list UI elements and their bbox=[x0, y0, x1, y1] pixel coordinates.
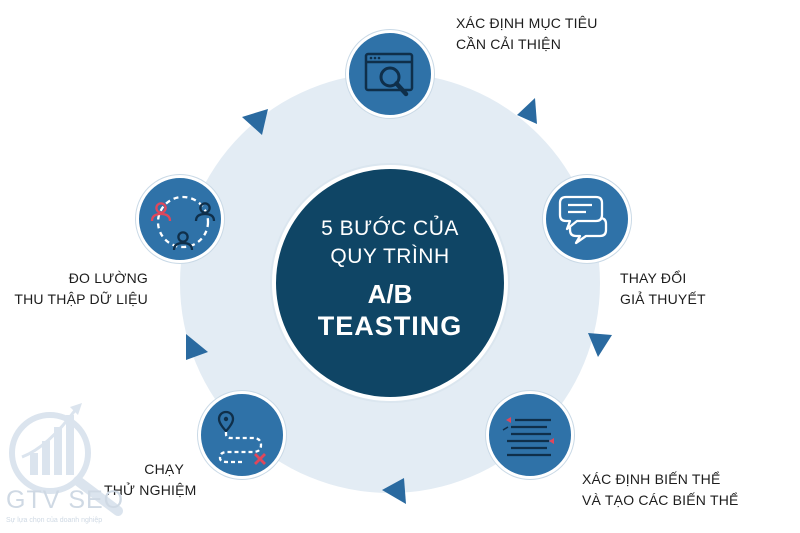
center-title-line-2: QUY TRÌNH bbox=[330, 245, 450, 268]
step-3-label: XÁC ĐỊNH BIẾN THỂ VÀ TẠO CÁC BIẾN THỂ bbox=[582, 469, 739, 511]
step-4-label-line-1: CHẠY bbox=[144, 461, 184, 477]
step-2-label-line-1: THAY ĐỔI bbox=[620, 270, 687, 286]
route-map-icon bbox=[217, 410, 266, 465]
cycle-arrow-3 bbox=[382, 478, 406, 504]
step-5-label: ĐO LƯỜNG THU THẬP DỮ LIỆU bbox=[8, 268, 148, 310]
step-5-node bbox=[136, 175, 224, 263]
gtv-seo-logo bbox=[9, 403, 123, 516]
step-5-label-line-2: THU THẬP DỮ LIỆU bbox=[14, 291, 148, 307]
center-title-line-4: TEASTING bbox=[317, 311, 463, 341]
step-1-label-line-1: XÁC ĐỊNH MỤC TIÊU bbox=[456, 15, 598, 31]
center-title-line-1: 5 BƯỚC CỦA bbox=[321, 217, 459, 240]
center-title-line-3: A/B bbox=[367, 279, 413, 309]
browser-search-icon bbox=[364, 52, 414, 97]
cycle-arrow-2 bbox=[588, 333, 612, 357]
step-4-label-line-2: THỬ NGHIỆM bbox=[104, 482, 197, 498]
text-variants-icon bbox=[502, 417, 554, 457]
step-4-node bbox=[198, 391, 286, 479]
chat-bubbles-icon bbox=[558, 195, 608, 245]
step-3-label-line-2: VÀ TẠO CÁC BIẾN THỂ bbox=[582, 492, 739, 508]
step-2-label: THAY ĐỔI GIẢ THUYẾT bbox=[620, 268, 706, 310]
users-network-icon bbox=[150, 195, 216, 251]
center-title-circle: 5 BƯỚC CỦA QUY TRÌNH A/B TEASTING bbox=[272, 165, 508, 401]
cycle-arrow-1 bbox=[517, 98, 537, 124]
step-4-label: CHẠY THỬ NGHIỆM bbox=[104, 459, 197, 501]
step-2-label-line-2: GIẢ THUYẾT bbox=[620, 291, 706, 307]
logo-wordmark: GTV SEO bbox=[6, 486, 125, 514]
cycle-arrow-4 bbox=[186, 334, 208, 360]
logo-tagline: Sự lựa chọn của doanh nghiệp bbox=[6, 517, 103, 524]
step-2-node bbox=[543, 175, 631, 263]
step-1-label-line-2: CẦN CẢI THIỆN bbox=[456, 36, 562, 52]
step-3-label-line-1: XÁC ĐỊNH BIẾN THỂ bbox=[582, 471, 721, 487]
step-1-node bbox=[346, 30, 434, 118]
step-5-label-line-1: ĐO LƯỜNG bbox=[68, 270, 148, 286]
cycle-arrow-5 bbox=[242, 109, 268, 135]
step-3-node bbox=[486, 391, 574, 479]
step-1-label: XÁC ĐỊNH MỤC TIÊU CẦN CẢI THIỆN bbox=[456, 13, 598, 55]
